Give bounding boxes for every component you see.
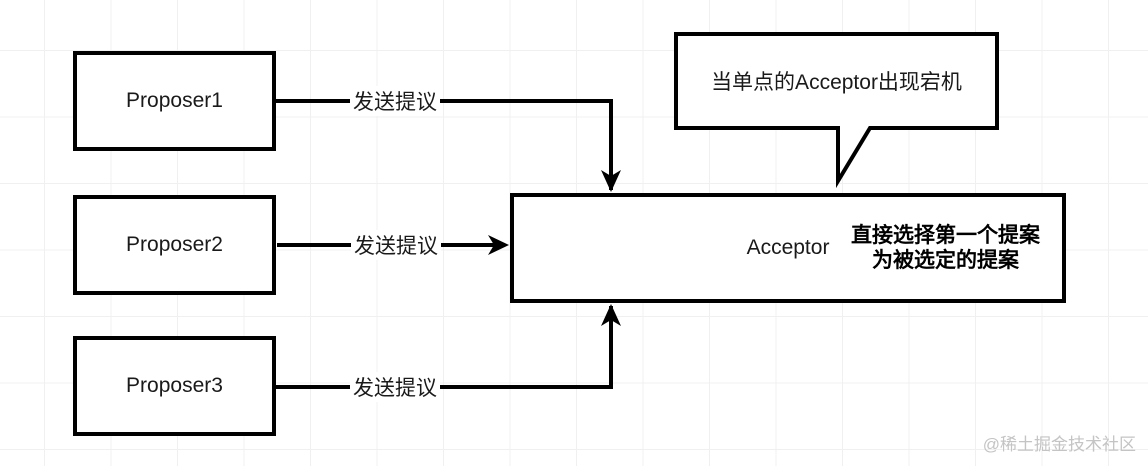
edge-label-proposer3: 发送提议 <box>350 372 440 402</box>
acceptor-note: 直接选择第一个提案 为被选定的提案 <box>851 223 1040 273</box>
arrowhead-up-icon <box>601 304 621 326</box>
node-proposer2-label: Proposer2 <box>126 233 223 256</box>
edge-label-proposer1: 发送提议 <box>350 86 440 116</box>
acceptor-note-line2: 为被选定的提案 <box>872 249 1019 272</box>
callout-bubble <box>674 32 999 189</box>
arrowhead-down-icon <box>601 170 621 192</box>
node-proposer3-label: Proposer3 <box>126 374 223 397</box>
node-proposer2: Proposer2 <box>73 195 276 295</box>
edge-label-proposer2: 发送提议 <box>351 230 441 260</box>
watermark: @稀土掘金技术社区 <box>982 435 1136 454</box>
acceptor-note-line1: 直接选择第一个提案 <box>851 224 1040 247</box>
node-acceptor: Acceptor 直接选择第一个提案 为被选定的提案 <box>510 193 1066 303</box>
edge-proposer3-acceptor <box>275 306 613 389</box>
arrowhead-right-icon <box>488 235 509 255</box>
node-proposer1: Proposer1 <box>73 51 276 151</box>
node-acceptor-label: Acceptor <box>746 236 830 259</box>
edge-proposer1-acceptor <box>275 99 613 190</box>
node-proposer3: Proposer3 <box>73 336 276 436</box>
callout-text: 当单点的Acceptor出现宕机 <box>711 71 962 94</box>
node-proposer1-label: Proposer1 <box>126 89 223 112</box>
